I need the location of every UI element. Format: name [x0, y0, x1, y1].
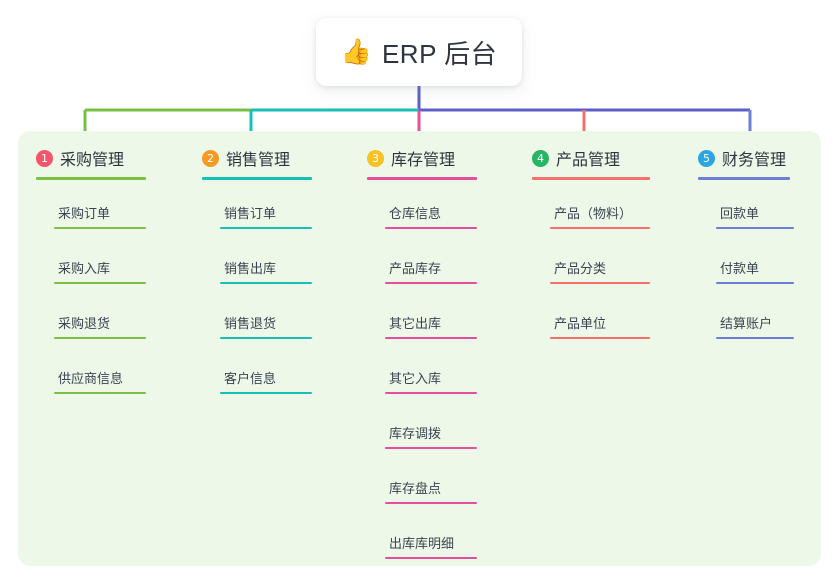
leaf-item[interactable]: 客户信息 [220, 368, 312, 394]
column-badge-4: 4 [532, 149, 549, 167]
leaf-item-label: 产品单位 [554, 316, 607, 331]
leaf-item[interactable]: 产品（物料） [550, 203, 650, 229]
leaf-item-rule [550, 337, 650, 339]
leaf-item-rule [385, 337, 477, 339]
column-header-4[interactable]: 4 产品管理 [532, 146, 650, 170]
leaf-item-label: 其它入库 [389, 371, 442, 386]
leaf-item[interactable]: 供应商信息 [54, 368, 146, 394]
leaf-item[interactable]: 采购订单 [54, 203, 146, 229]
leaf-item-label: 采购退货 [58, 316, 111, 331]
leaf-item-label: 销售退货 [224, 316, 277, 331]
column-header-3[interactable]: 3 库存管理 [367, 146, 477, 170]
leaf-item-label: 产品分类 [554, 261, 607, 276]
column-header-rule [532, 177, 650, 180]
leaf-item-rule [550, 282, 650, 284]
leaf-item-label: 产品库存 [389, 261, 442, 276]
leaf-item[interactable]: 付款单 [716, 258, 794, 284]
leaf-item-label: 结算账户 [720, 316, 773, 331]
column-badge-3: 3 [367, 149, 384, 167]
leaf-item-rule [385, 392, 477, 394]
leaf-item[interactable]: 产品分类 [550, 258, 650, 284]
leaf-item[interactable]: 采购入库 [54, 258, 146, 284]
column-title: 产品管理 [556, 152, 621, 169]
column-销售管理: 2 销售管理 [202, 146, 312, 180]
column-财务管理: 5 财务管理 [698, 146, 790, 180]
leaf-item-rule [550, 227, 650, 229]
leaf-item-rule [54, 337, 146, 339]
leaf-item-rule [385, 502, 477, 504]
root-node-title: ERP 后台 [381, 38, 498, 69]
column-header-5[interactable]: 5 财务管理 [698, 146, 790, 170]
column-采购管理: 1 采购管理 [36, 146, 146, 180]
leaf-item-rule [220, 337, 312, 339]
column-title: 销售管理 [226, 152, 291, 169]
leaf-item-rule [385, 557, 477, 559]
leaf-item[interactable]: 库存调拨 [385, 423, 477, 449]
column-库存管理: 3 库存管理 [367, 146, 477, 180]
column-header-rule [698, 177, 790, 180]
leaf-item[interactable]: 采购退货 [54, 313, 146, 339]
leaf-item-rule [220, 227, 312, 229]
leaf-item-rule [54, 282, 146, 284]
column-产品管理: 4 产品管理 [532, 146, 650, 180]
column-title: 财务管理 [722, 152, 787, 169]
leaf-item[interactable]: 销售出库 [220, 258, 312, 284]
leaf-item-label: 其它出库 [389, 316, 442, 331]
column-title: 库存管理 [391, 152, 456, 169]
leaf-item-label: 采购入库 [58, 261, 111, 276]
leaf-item-rule [385, 282, 477, 284]
column-header-rule [202, 177, 312, 180]
leaf-item[interactable]: 其它出库 [385, 313, 477, 339]
leaf-item-label: 产品（物料） [554, 206, 633, 221]
root-node-content: 👍 ERP 后台 [341, 34, 497, 71]
leaf-item[interactable]: 销售订单 [220, 203, 312, 229]
root-node[interactable]: 👍 ERP 后台 [316, 18, 522, 86]
column-header-1[interactable]: 1 采购管理 [36, 146, 146, 170]
leaf-item-rule [716, 282, 794, 284]
diagram-panel [18, 131, 821, 566]
column-header-2[interactable]: 2 销售管理 [202, 146, 312, 170]
leaf-item-label: 付款单 [720, 261, 760, 276]
leaf-item-label: 出库库明细 [389, 536, 455, 551]
leaf-item[interactable]: 仓库信息 [385, 203, 477, 229]
leaf-item-label: 采购订单 [58, 206, 111, 221]
leaf-item[interactable]: 出库库明细 [385, 533, 477, 559]
leaf-item-label: 销售出库 [224, 261, 277, 276]
thumbs-up-icon: 👍 [340, 37, 372, 66]
column-header-rule [36, 177, 146, 180]
leaf-item-rule [220, 282, 312, 284]
leaf-item-label: 仓库信息 [389, 206, 442, 221]
leaf-item-label: 回款单 [720, 206, 760, 221]
leaf-item-rule [54, 392, 146, 394]
leaf-item[interactable]: 结算账户 [716, 313, 794, 339]
column-header-rule [367, 177, 477, 180]
leaf-item[interactable]: 产品库存 [385, 258, 477, 284]
leaf-item-rule [385, 447, 477, 449]
leaf-item[interactable]: 其它入库 [385, 368, 477, 394]
column-badge-5: 5 [698, 149, 715, 167]
leaf-item-label: 库存盘点 [389, 481, 442, 496]
leaf-item-label: 客户信息 [224, 371, 277, 386]
leaf-item-label: 供应商信息 [58, 371, 124, 386]
column-title: 采购管理 [60, 152, 125, 169]
column-badge-2: 2 [202, 149, 219, 167]
leaf-item[interactable]: 库存盘点 [385, 478, 477, 504]
leaf-item[interactable]: 回款单 [716, 203, 794, 229]
leaf-item-label: 销售订单 [224, 206, 277, 221]
leaf-item[interactable]: 销售退货 [220, 313, 312, 339]
leaf-item-rule [716, 227, 794, 229]
leaf-item-rule [385, 227, 477, 229]
leaf-item-rule [54, 227, 146, 229]
leaf-item-rule [716, 337, 794, 339]
column-badge-1: 1 [36, 149, 53, 167]
leaf-item-rule [220, 392, 312, 394]
leaf-item[interactable]: 产品单位 [550, 313, 650, 339]
leaf-item-label: 库存调拨 [389, 426, 442, 441]
